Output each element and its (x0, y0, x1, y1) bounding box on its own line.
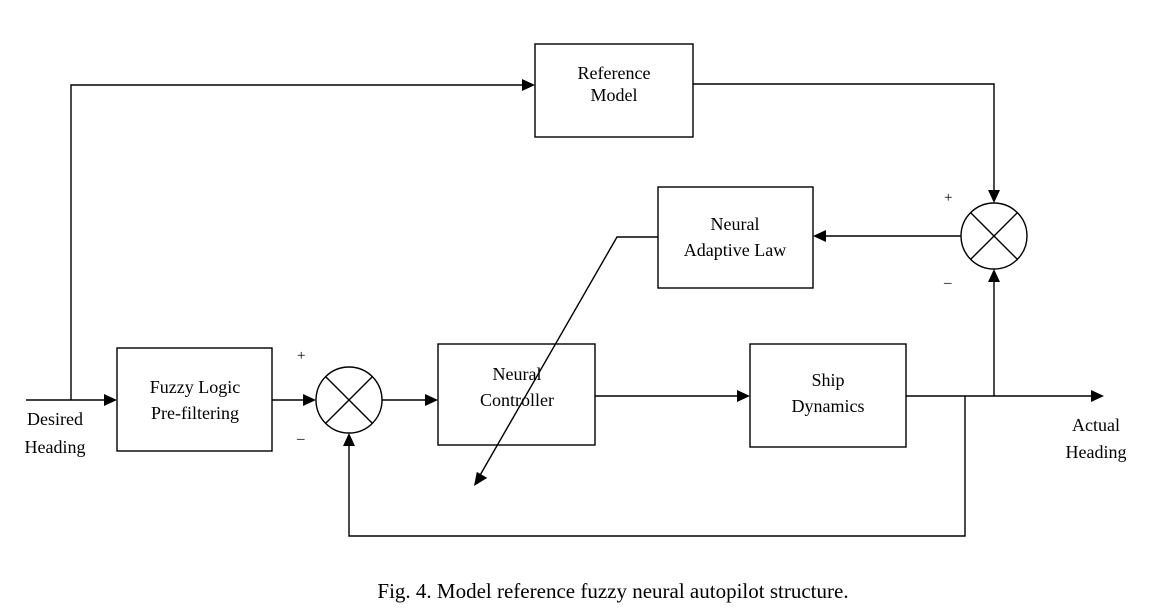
neural-controller-block: Neural Controller (437, 343, 596, 446)
input-label-2: Heading (25, 437, 86, 457)
input-arrowhead (104, 394, 117, 406)
reference-model-block: Reference Model (534, 43, 694, 138)
neural-controller-label-2: Controller (480, 390, 554, 410)
feedback-line (348, 396, 966, 537)
neural-adaptive-law-label-2: Adaptive Law (684, 240, 786, 260)
sum2-plus-sign: + (944, 190, 952, 206)
ship-dynamics-label-2: Dynamics (792, 396, 865, 416)
error-to-adaptive-law-arrowhead (813, 230, 826, 242)
output-arrowhead (1091, 390, 1104, 402)
fuzzy-to-sum-arrowhead (303, 394, 316, 406)
neural-controller-label-1: Neural (493, 364, 542, 384)
output-to-sum2-arrowhead (988, 269, 1000, 282)
sum-to-controller-arrowhead (425, 394, 438, 406)
reference-to-sum2-line (693, 83, 995, 196)
adaptation-line (478, 236, 658, 478)
figure-caption: Fig. 4. Model reference fuzzy neural aut… (377, 579, 848, 603)
ship-dynamics-block: Ship Dynamics (749, 343, 907, 448)
fuzzy-logic-label-1: Fuzzy Logic (150, 377, 240, 397)
ship-dynamics-label-1: Ship (811, 370, 844, 390)
summing-junction-1 (315, 366, 383, 434)
reference-branch-line (70, 84, 528, 400)
fuzzy-logic-label-2: Pre-filtering (151, 403, 239, 423)
neural-adaptive-law-label-1: Neural (711, 214, 760, 234)
adaptation-arrowhead (474, 471, 488, 486)
controller-to-ship-arrowhead (737, 390, 750, 402)
input-label-1: Desired (27, 409, 83, 429)
reference-model-label-2: Model (591, 85, 638, 105)
output-label-2: Heading (1066, 442, 1127, 462)
reference-model-label-1: Reference (578, 63, 651, 83)
output-label-1: Actual (1072, 415, 1120, 435)
sum1-minus-sign: – (296, 431, 305, 447)
fuzzy-logic-block: Fuzzy Logic Pre-filtering (116, 347, 273, 452)
reference-arrowhead (522, 79, 535, 91)
reference-to-sum2-arrowhead (988, 190, 1000, 203)
feedback-arrowhead (343, 433, 355, 446)
summing-junction-2 (960, 202, 1028, 270)
sum2-minus-sign: – (943, 275, 952, 291)
neural-adaptive-law-block: Neural Adaptive Law (657, 186, 814, 289)
signal-lines (26, 79, 1104, 537)
sum1-plus-sign: + (297, 348, 305, 364)
